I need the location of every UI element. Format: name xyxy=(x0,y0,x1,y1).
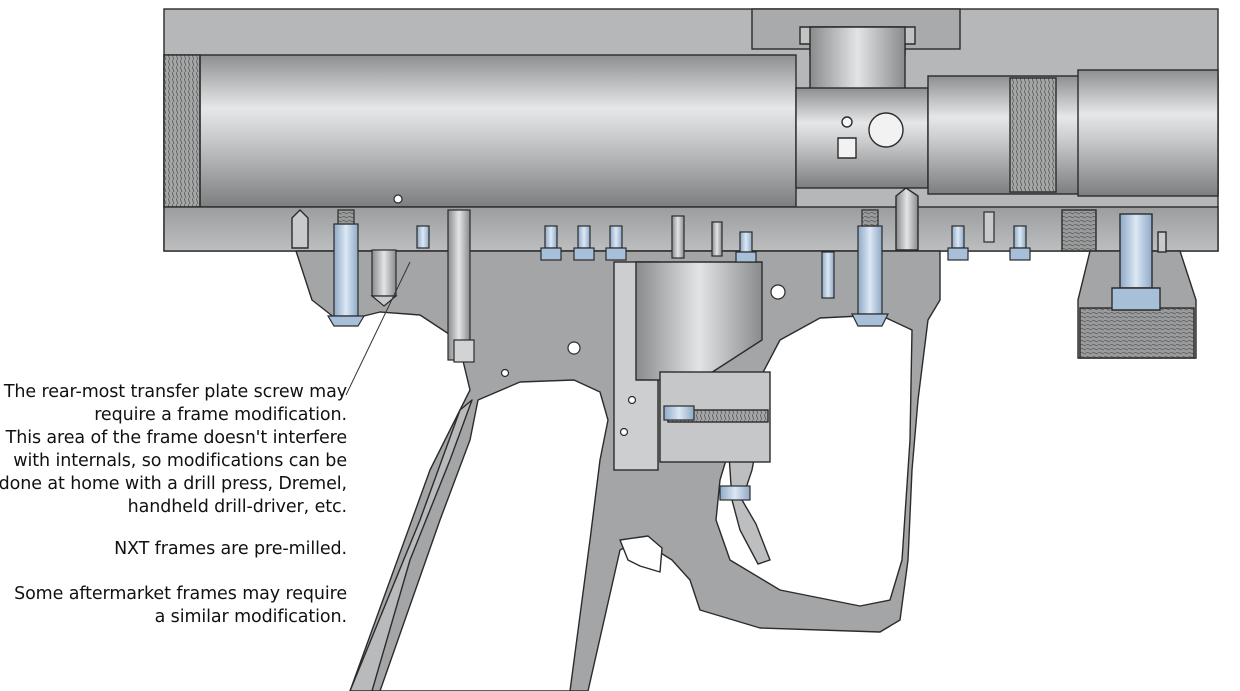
annotation-line: NXT frames are pre-milled. xyxy=(114,539,347,559)
annotation-line: handheld drill-driver, etc. xyxy=(127,497,347,517)
annotation-aftermarket-text: Some aftermarket frames may require a si… xyxy=(14,583,347,629)
grip-frame xyxy=(295,250,941,691)
annotation-line: The rear-most transfer plate screw may xyxy=(3,382,347,402)
annotation-nxt-text: NXT frames are pre-milled. xyxy=(114,538,347,561)
annotation-line: a similar modification. xyxy=(154,607,348,627)
feed-neck xyxy=(795,26,929,189)
front-valve-tube xyxy=(927,69,1219,197)
frame-holes xyxy=(393,194,786,437)
annotation-line: done at home with a drill press, Dremel, xyxy=(0,474,347,494)
annotation-line: with internals, so modifications can be xyxy=(13,451,347,471)
annotation-line: require a frame modification. xyxy=(94,405,347,425)
transfer-plate-screws xyxy=(326,209,1031,501)
vertical-pins xyxy=(370,209,995,363)
bolt-bore-tube xyxy=(163,54,797,208)
annotation-line: Some aftermarket frames may require xyxy=(14,584,347,604)
annotation-main-text: The rear-most transfer plate screw may r… xyxy=(0,381,347,519)
annotation-leader-line xyxy=(345,261,411,396)
regulator-assembly xyxy=(1077,213,1197,359)
annotation-line: This area of the frame doesn't interfere xyxy=(5,428,347,448)
